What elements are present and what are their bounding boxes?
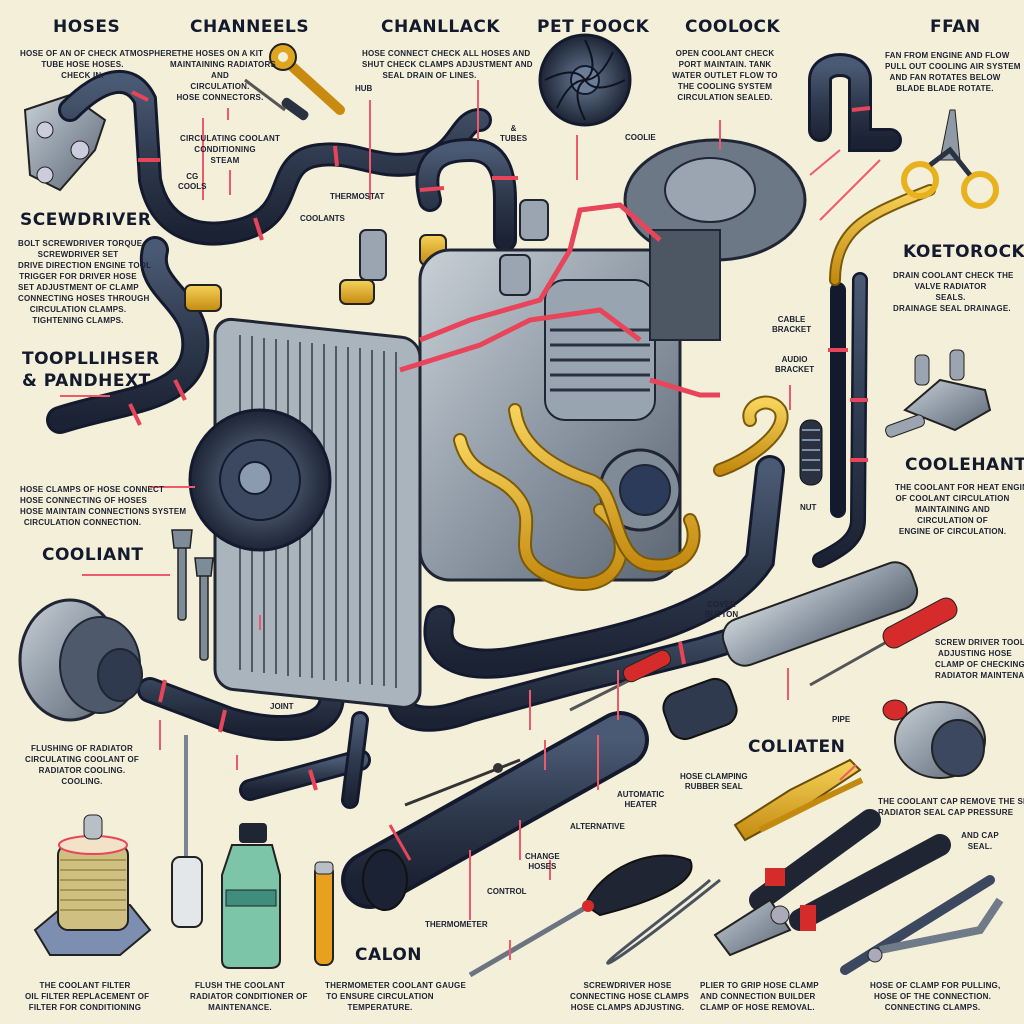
engine-icon	[359, 138, 807, 582]
heading-coolehant: COOLEHANT	[905, 455, 1024, 475]
heading-coolock: COOLOCK	[685, 17, 781, 37]
caption-bottom-bottle: FLUSH THE COOLANT RADIATOR CONDITIONER O…	[190, 981, 308, 1012]
heading-koetorock: KOETOROCK	[903, 242, 1024, 262]
hose-clamp-pliers-icon	[840, 875, 1004, 975]
bracket-icon	[23, 93, 107, 192]
caption-channels-sub: CIRCULATING COOLANT CONDITIONING STEAM	[180, 134, 281, 165]
label-thermostat: THERMOSTAT	[330, 192, 385, 201]
label-cable-bracket: CABLE BRACKET	[772, 315, 812, 334]
spring-icon	[799, 419, 823, 486]
heading-channels: CHANNEELS	[190, 17, 310, 37]
probe-icon	[404, 758, 521, 807]
caption-bottom-filter: THE COOLANT FILTER OIL FILTER REPLACEMEN…	[25, 981, 150, 1012]
label-coolie: COOLIE	[625, 133, 656, 142]
black-screwdriver-icon	[468, 854, 693, 978]
label-change-hoses: CHANGE HOSES	[525, 852, 560, 871]
bracket-yellow-icon	[733, 758, 864, 842]
caption-screwdriver: BOLT SCREWDRIVER TORQUE SCREWDRIVER SET …	[18, 239, 152, 325]
label-nut: NUT	[800, 503, 817, 512]
heading-hoses: HOSES	[53, 17, 121, 37]
label-alternative: ALTERNATIVE	[570, 822, 625, 831]
caption-bottom-clamp-pliers: HOSE OF CLAMP FOR PULLING, HOSE OF THE C…	[870, 981, 1001, 1012]
coolant-line-icon	[453, 184, 936, 591]
heading-screwdriver: SCEWDRIVER	[20, 210, 152, 230]
label-coolants: COOLANTS	[300, 214, 345, 223]
caption-bottom-screwdriver: SCREWDRIVER HOSE CONNECTING HOSE CLAMPS …	[570, 981, 690, 1012]
label-automatic-heater: AUTOMATIC HEATER	[617, 790, 665, 809]
coupler-icon	[184, 234, 447, 312]
valve-fitting-icon	[885, 349, 992, 438]
open-wrench-icon	[171, 529, 214, 661]
caption-bottom-vial: THERMOMETER COOLANT GAUGE TO ENSURE CIRC…	[325, 981, 466, 1012]
screwdriver-small-icon	[244, 78, 309, 121]
caption-koetorock: DRAIN COOLANT CHECK THE VALVE RADIATOR S…	[893, 271, 1014, 313]
caption-left-mid: HOSE CLAMPS OF HOSE CONNECT HOSE CONNECT…	[20, 485, 187, 527]
label-hub: HUB	[355, 84, 373, 93]
coolant-bottle-icon	[221, 823, 281, 969]
label-tubes: & TUBES	[500, 124, 528, 143]
caption-chanllack: HOSE CONNECT CHECK ALL HOSES AND SHUT CH…	[362, 49, 533, 80]
big-tube-icon	[341, 711, 649, 911]
caption-ffan: FAN FROM ENGINE AND FLOW PULL OUT COOLIN…	[885, 51, 1021, 93]
heading-ffan: FFAN	[930, 17, 981, 37]
wire-hook-icon	[606, 878, 721, 965]
radiator-cap-icon	[882, 699, 986, 779]
caption-right-mid: SCREW DRIVER TOOL ADJUSTING HOSE CLAMP O…	[935, 638, 1024, 680]
pointer-arrows	[60, 80, 881, 960]
heading-chanllack: CHANLLACK	[381, 17, 501, 37]
pipe-connector-icon	[662, 561, 919, 741]
heading-coliaten: COLIATEN	[748, 737, 846, 757]
radiator-icon	[188, 317, 422, 709]
label-audio-bracket: AUDIO BRACKET	[775, 355, 815, 374]
caption-channels: THE HOSES ON A KIT MAINTAINING RADIATORS…	[170, 49, 276, 102]
caption-bottom-pliers: PLIER TO GRIP HOSE CLAMP AND CONNECTION …	[700, 981, 819, 1012]
label-cover-button: COVER BUTTON	[705, 600, 739, 619]
heading-calon: CALON	[355, 945, 423, 965]
fan-wheel-icon	[538, 33, 632, 127]
pliers-icon	[713, 809, 951, 957]
wrench-icon	[269, 43, 345, 115]
caption-coolehant: THE COOLANT FOR HEAT ENGINE OF COOLANT C…	[895, 483, 1024, 536]
label-joint: JOINT	[270, 702, 294, 711]
red-screwdriver-icon	[569, 597, 958, 712]
thermometer-icon	[171, 735, 203, 928]
caption-hoses: HOSE OF AN OF CHECK ATMOSPHERE TUBE HOSE…	[20, 49, 178, 80]
scissors-pliers-icon	[901, 109, 999, 209]
heading-coolant: COOLIANT	[42, 545, 144, 565]
caption-right-low2: AND CAP SEAL.	[961, 831, 999, 851]
wiring-icon	[399, 202, 720, 398]
caption-right-low: THE COOLANT CAP REMOVE THE SEAL RADIATOR…	[878, 797, 1024, 817]
label-coolant-top: CG COOLS	[178, 172, 207, 191]
water-pump-icon	[18, 598, 143, 722]
caption-coolock: OPEN COOLANT CHECK PORT MAINTAIN. TANK W…	[672, 49, 778, 102]
label-hose-clamp: HOSE CLAMPING RUBBER SEAL	[680, 772, 748, 791]
hose-clamp-bands	[128, 90, 871, 791]
fuse-vial-icon	[314, 861, 334, 966]
label-thermometer: THERMOMETER	[425, 920, 488, 929]
label-pipe: PIPE	[832, 715, 851, 724]
heading-petfoock: PET FOOCK	[537, 17, 650, 37]
label-control: CONTROL	[487, 887, 527, 896]
heading-toopllihser: TOOPLLIHSER & PANDHEXT	[22, 349, 160, 391]
filter-icon	[33, 814, 152, 956]
caption-coolant: FLUSHING OF RADIATOR CIRCULATING COOLANT…	[24, 744, 140, 786]
